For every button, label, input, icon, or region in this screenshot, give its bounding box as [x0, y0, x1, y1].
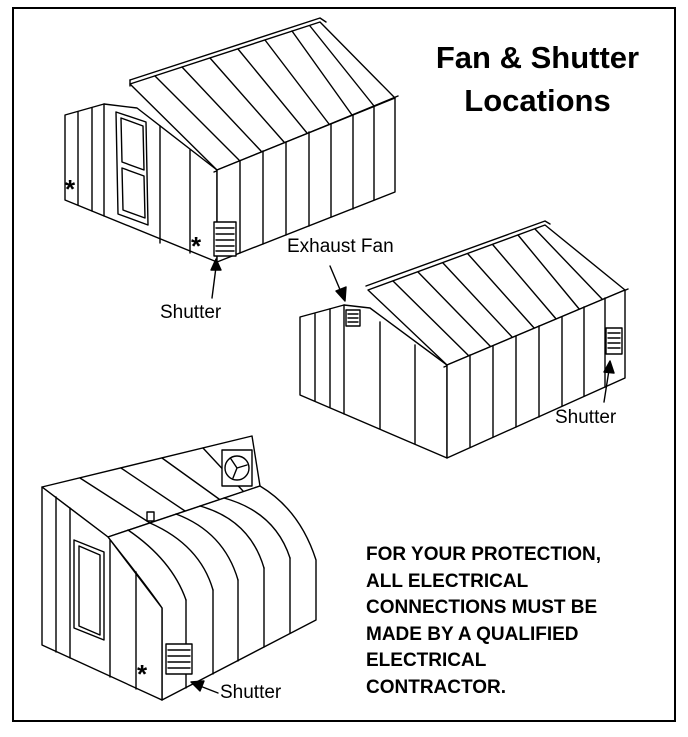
title-line-2: Locations [464, 83, 611, 118]
greenhouse-lean-to [41, 435, 317, 701]
shutter-label-bottom: Shutter [220, 682, 282, 703]
greenhouse-gable-exhaust [299, 220, 629, 459]
title-line-1: Fan & Shutter [435, 40, 640, 75]
greenhouse-gable-door [64, 17, 399, 263]
diagram-frame [12, 7, 676, 722]
shutter-label-top-left: Shutter [160, 302, 222, 323]
warning-line: CONTRACTOR. [366, 676, 507, 698]
exhaust-fan-label: Exhaust Fan [287, 236, 394, 257]
star-marker: * [137, 659, 148, 689]
warning-line: CONNECTIONS MUST BE [366, 597, 598, 618]
warning-line: MADE BY A QUALIFIED [366, 623, 579, 645]
warning-line: ALL ELECTRICAL [366, 570, 529, 592]
warning-line: FOR YOUR PROTECTION, [366, 544, 602, 565]
star-marker: * [191, 231, 202, 261]
electrical-warning: FOR YOUR PROTECTION, ALL ELECTRICAL CONN… [366, 542, 601, 701]
warning-line: ELECTRICAL [366, 650, 487, 671]
star-marker: * [65, 174, 76, 204]
shutter-label-right: Shutter [555, 407, 617, 428]
